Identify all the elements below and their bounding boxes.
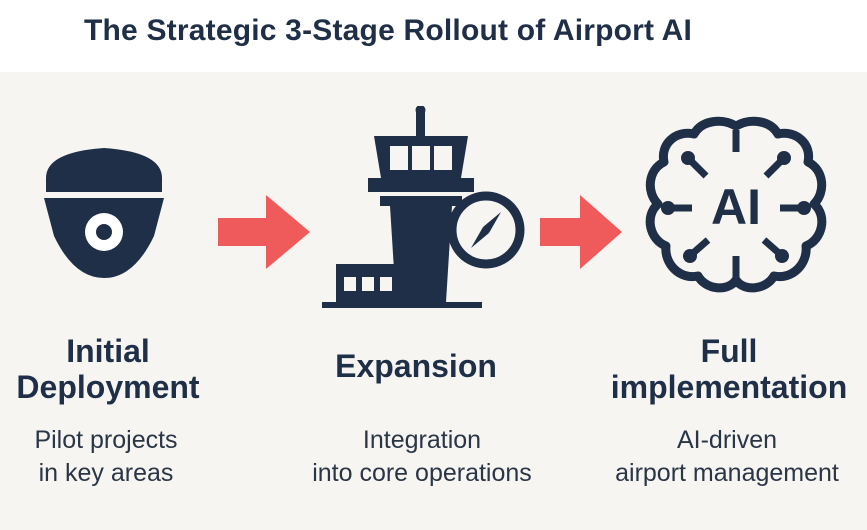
page-title: The Strategic 3-Stage Rollout of Airport… [84,14,693,47]
stage-description-expansion: Integration into core operations [284,424,560,490]
stage-description-line: Pilot projects [34,426,178,454]
title-band [0,0,867,72]
stage-description-line: into core operations [312,459,532,487]
arrow-right-icon [218,195,310,269]
security-camera-icon [44,148,164,278]
arrow-right-icon [540,195,622,269]
stage-description-full-implementation: AI-driven airport management [596,424,858,490]
stage-heading-initial-deployment: Initial Deployment [0,333,216,405]
stage-description-line: airport management [615,459,839,487]
stage-description-initial-deployment: Pilot projects in key areas [0,424,212,490]
control-tower-icon [322,106,525,308]
stage-heading-line: implementation [610,369,848,405]
stage-description-line: Integration [362,426,482,454]
stage-description-line: in key areas [38,459,174,487]
stage-heading-expansion: Expansion [300,348,532,384]
stage-heading-full-implementation: Full implementation [596,333,862,405]
ai-brain-label: AI [711,179,761,235]
ai-brain-icon: AI [636,112,836,300]
stage-description-line: AI-driven [676,426,778,454]
stage-heading-line: Full [700,333,758,369]
stage-heading-line: Deployment [16,369,200,405]
stage-heading-line: Expansion [335,348,497,384]
stage-heading-line: Initial [66,333,150,369]
